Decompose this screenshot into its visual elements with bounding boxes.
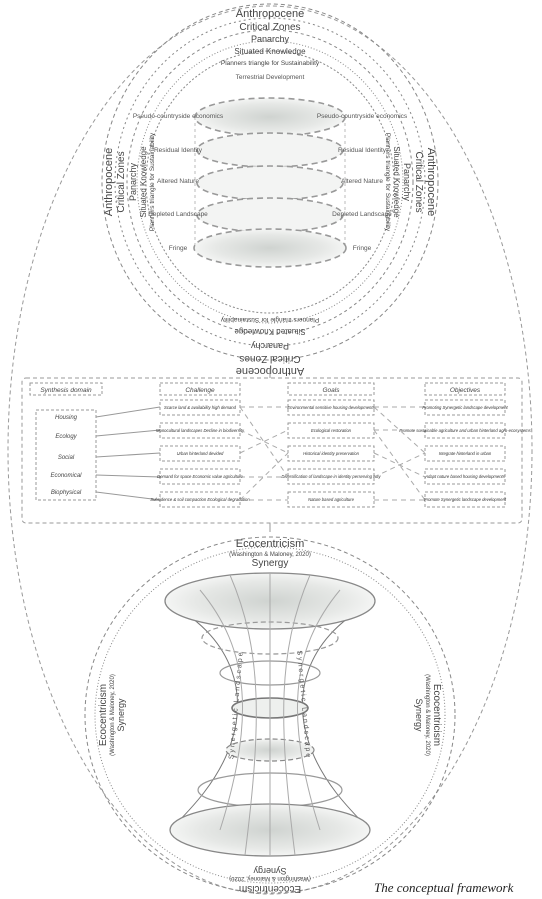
layer-stack [193, 97, 347, 268]
layer-label-right-2: Altered Nature [341, 178, 383, 185]
layer-label-left-1: Residual Identity [154, 147, 203, 154]
domain-housing: Housing [55, 415, 78, 421]
challenge-2: Urban hinterland devided [177, 451, 224, 456]
challenge-4: Subsidence & soil compaction Ecological … [150, 497, 250, 502]
ring-label-panarchy: Panarchy [251, 34, 290, 44]
ring-label-panarchy-left: Panarchy [128, 162, 138, 201]
ecocentricism-title: Ecocentricism [236, 538, 304, 550]
ring-label-critical-zones-bottom: Critical Zones [239, 353, 300, 364]
objective-0: Promoting Synergetic landscape developme… [422, 405, 508, 410]
domain-biophysical: Biophysical [51, 490, 82, 496]
synergetic-landscape-hourglass [164, 572, 376, 857]
layer-label-right-4: Fringe [353, 245, 372, 252]
ring-label-planners-triangle-left: Planners triangle for Sustainability [149, 132, 156, 231]
goal-3: Diversification of landscape in identity… [281, 474, 381, 479]
synergy-title-right: Synergy [414, 698, 424, 732]
challenge-3: Demand for space Economic value agricult… [157, 474, 243, 479]
goal-2: Historical identity preservation [303, 451, 360, 456]
synergy-title: Synergy [252, 558, 289, 569]
ring-label-planners-triangle-right: Planners triangle for Sustainability [384, 133, 391, 232]
challenge-0: Scarce land & availability high demand [164, 405, 237, 410]
objective-3: Adapt nature based housing developments [424, 474, 506, 479]
objective-4: Promote Synergetic landscape development [424, 497, 507, 502]
bottom-labels: Ecocentricism (Washington & Maloney, 202… [98, 538, 442, 894]
layer-labels-right: Pseudo-countryside economics Residual Id… [317, 113, 408, 252]
synthesis-table: Synthesis domain Challenge Goals Objecti… [21, 377, 532, 524]
header-objectives: Objectives [450, 387, 481, 394]
ring-labels-left: Anthropocene Critical Zones Panarchy Sit… [103, 132, 156, 231]
ring-label-critical-zones-right: Critical Zones [413, 151, 424, 212]
header-synthesis-domain: Synthesis domain [40, 387, 92, 394]
ring-label-panarchy-bottom: Panarchy [250, 341, 289, 351]
layer-labels-left: Pseudo-countryside economics Residual Id… [133, 113, 224, 252]
synergy-title-left: Synergy [116, 698, 126, 732]
layer-label-left-2: Altered Nature [157, 178, 199, 185]
domain-economical: Economical [50, 473, 82, 479]
layer-label-left-4: Fringe [169, 245, 188, 252]
header-challenge: Challenge [185, 387, 215, 394]
ecocentricism-title-left: Ecocentricism [98, 684, 109, 746]
ring-labels-right: Anthropocene Critical Zones Panarchy Sit… [384, 133, 437, 232]
ecocentricism-citation-left: (Washington & Maloney, 2020) [110, 674, 116, 756]
layer-label-right-0: Pseudo-countryside economics [317, 113, 408, 120]
ring-label-critical-zones-left: Critical Zones [116, 151, 127, 212]
synergy-title-bottom: Synergy [253, 866, 287, 876]
objective-1: Promote sustainable agriculture and urba… [399, 428, 531, 433]
ring-label-situated-knowledge: Situated Knowledge [234, 47, 306, 56]
bottom-rings [84, 536, 456, 894]
ecocentricism-citation-right: (Washington & Maloney, 2020) [424, 674, 430, 756]
layer-label-right-3: Depleted Landscape [332, 211, 392, 218]
domain-social: Social [58, 455, 75, 461]
goal-0: Environmental sensitive housing developm… [287, 405, 375, 410]
ring-label-critical-zones: Critical Zones [239, 22, 300, 33]
ring-label-anthropocene-right: Anthropocene [425, 148, 437, 217]
ring-label-situated-knowledge-left: Situated Knowledge [139, 146, 148, 218]
ring-label-panarchy-right: Panarchy [402, 163, 412, 202]
ring-label-anthropocene-left: Anthropocene [103, 148, 115, 217]
header-goals: Goals [323, 387, 341, 394]
figure-caption: The conceptual framework [374, 880, 514, 895]
objective-2: Integrate hinterland in urban [439, 451, 492, 456]
domain-ecology: Ecology [55, 434, 77, 440]
layer-label-left-0: Pseudo-countryside economics [133, 113, 224, 120]
ecocentricism-citation-bottom: (Washington & Maloney, 2020) [229, 875, 311, 881]
ring-label-planners-triangle: Planners triangle for Sustainability [221, 60, 320, 67]
ring-labels-bottom: Anthropocene Critical Zones Panarchy Sit… [220, 316, 319, 377]
goal-4: Nature based agriculture [308, 497, 355, 502]
layer-label-right-1: Residual Identity [338, 147, 387, 154]
outer-ellipse [7, 5, 533, 895]
top-rings [101, 3, 439, 361]
ring-labels-top: Anthropocene Critical Zones Panarchy Sit… [221, 8, 320, 67]
ring-label-situated-knowledge-bottom: Situated Knowledge [234, 327, 306, 336]
ring-label-anthropocene: Anthropocene [236, 8, 305, 20]
ring-label-situated-knowledge-right: Situated Knowledge [392, 146, 401, 218]
goal-1: Ecological restoration [311, 428, 352, 433]
terrestrial-development-label: Terrestrial Development [236, 74, 305, 81]
layer-label-left-3: Depleted Landscape [148, 211, 208, 218]
challenge-1: Monocultural landscapes Decline in biodi… [156, 428, 245, 433]
ring-label-planners-triangle-bottom: Planners triangle for Sustainability [220, 316, 319, 323]
ecocentricism-title-right: Ecocentricism [431, 684, 442, 746]
ecocentricism-citation: (Washington & Maloney, 2020) [229, 552, 311, 558]
ecocentricism-title-bottom: Ecocentricism [239, 883, 301, 894]
